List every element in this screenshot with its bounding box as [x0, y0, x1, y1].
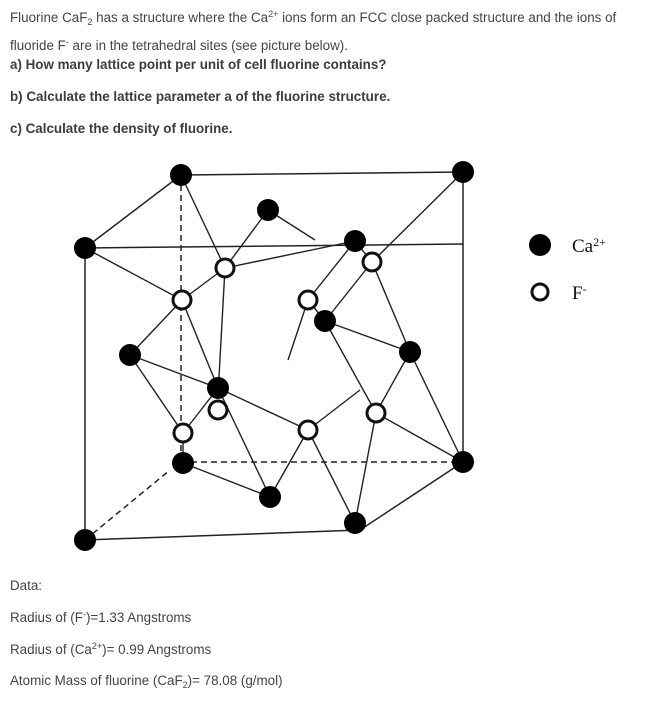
cube-edges — [84, 171, 464, 541]
bond — [307, 389, 361, 431]
data-radius-f-sup: - — [82, 609, 86, 619]
intro-sup-2: - — [65, 37, 69, 47]
bond — [224, 240, 356, 269]
data-radius-f-text-b: )=1.33 Angstroms — [85, 610, 192, 625]
data-radius-ca-text-b: )= 0.99 Angstroms — [102, 642, 212, 657]
legend-ca-label: Ca — [572, 236, 594, 257]
bond — [324, 320, 411, 353]
legend-f-label: F — [572, 283, 583, 304]
bond — [181, 299, 219, 389]
problem-intro: Fluorine CaF2 has a structure where the … — [10, 4, 645, 56]
bond — [375, 351, 411, 414]
data-atomic-mass: Atomic Mass of fluorine (CaF2)= 78.08 (g… — [10, 673, 283, 690]
bond — [287, 299, 309, 361]
f-ion — [297, 419, 319, 441]
legend-f-text: F- — [572, 282, 587, 304]
question-c: c) Calculate the density of fluorine. — [10, 121, 233, 136]
f-ion — [361, 251, 383, 273]
cube-edge — [84, 243, 464, 249]
bond — [354, 412, 377, 524]
bond — [409, 351, 464, 463]
f-ion — [365, 402, 387, 424]
bond — [324, 261, 373, 322]
f-ion — [207, 399, 229, 421]
bond — [371, 171, 464, 263]
bond — [371, 261, 411, 353]
intro-text-4: are in the tetrahedral sites (see pictur… — [68, 38, 348, 53]
question-a: a) How many lattice point per unit of ce… — [10, 57, 387, 72]
ca-ion — [452, 161, 474, 183]
cube-edge — [84, 469, 171, 541]
ca-ion — [399, 341, 421, 363]
legend-ca-sup: 2+ — [593, 235, 606, 249]
bond — [224, 209, 269, 269]
data-radius-f-text-a: Radius of (F — [10, 610, 83, 625]
bond — [307, 429, 356, 524]
data-radius-ca-sup: 2+ — [91, 641, 103, 651]
bond — [217, 267, 226, 396]
question-b: b) Calculate the lattice parameter a of … — [10, 89, 391, 104]
legend-f-sup: - — [583, 282, 587, 296]
data-atomic-mass-sub: 2 — [182, 680, 188, 690]
bond — [324, 320, 377, 414]
legend-f-marker — [530, 282, 550, 302]
bond — [129, 354, 184, 434]
data-atomic-mass-text-b: )= 78.08 (g/mol) — [187, 673, 283, 688]
ca-ion — [172, 452, 194, 474]
ca-ion — [344, 230, 366, 252]
ca-ion — [257, 199, 279, 221]
bond — [129, 299, 183, 356]
legend-ca-text: Ca2+ — [572, 235, 606, 257]
ca-ion — [119, 344, 141, 366]
f-ions — [171, 251, 387, 444]
data-atomic-mass-text-a: Atomic Mass of fluorine (CaF — [10, 673, 183, 688]
ca-ion — [170, 164, 192, 186]
ca-ion — [74, 529, 96, 551]
f-ion — [171, 289, 193, 311]
legend: Ca2+ F- — [529, 234, 606, 304]
cube-edge — [84, 529, 361, 541]
bond — [307, 240, 356, 301]
bond — [129, 354, 219, 389]
legend-ca-marker — [529, 234, 551, 256]
bond — [180, 174, 226, 269]
intro-text-2: has a structure where the Ca — [92, 10, 269, 25]
intro-text-3: ions form an FCC close packed structure … — [10, 10, 617, 53]
ca-ion — [344, 512, 366, 534]
f-ion — [214, 257, 236, 279]
bond — [84, 247, 183, 301]
bond — [182, 462, 271, 498]
data-radius-f: Radius of (F-)=1.33 Angstroms — [10, 609, 191, 625]
intro-text-1: Fluorine CaF — [10, 10, 88, 25]
f-ion — [297, 289, 319, 311]
data-radius-ca-text-a: Radius of (Ca — [10, 642, 92, 657]
ca-ion — [314, 310, 336, 332]
bond — [375, 412, 464, 463]
f-ion — [172, 422, 194, 444]
ca-ion — [74, 237, 96, 259]
bond — [217, 387, 309, 431]
fluorite-unit-cell-diagram: Ca2+ F- — [74, 161, 606, 551]
data-radius-ca: Radius of (Ca2+)= 0.99 Angstroms — [10, 641, 211, 657]
ca-ion — [207, 377, 229, 399]
intro-sub-1: 2 — [87, 17, 93, 27]
cube-edge — [84, 174, 182, 249]
ca-ions — [74, 161, 474, 551]
bond — [269, 429, 309, 498]
data-heading: Data: — [10, 578, 43, 593]
ca-ion — [452, 451, 474, 473]
ca-ion — [259, 486, 281, 508]
intro-sup-1: 2+ — [268, 9, 279, 19]
bonds — [84, 171, 464, 524]
cube-edge — [359, 461, 464, 531]
cube-edge — [180, 171, 464, 176]
